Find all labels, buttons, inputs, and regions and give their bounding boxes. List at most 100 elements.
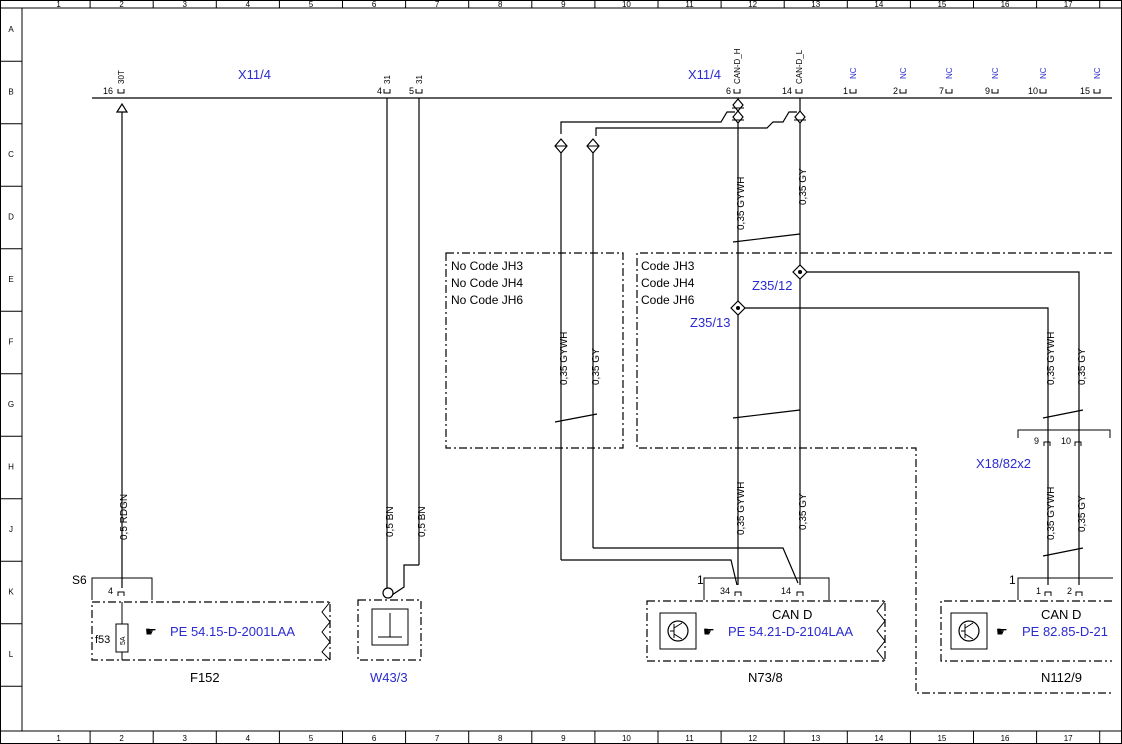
svg-text:X18/82x2: X18/82x2 — [976, 456, 1031, 471]
svg-text:30T: 30T — [117, 70, 126, 84]
grid-row-label: L — [9, 650, 14, 659]
pin-nc-10: 10 NC — [1028, 67, 1048, 96]
pin-nc-7: 7 NC — [939, 67, 954, 96]
wire-can-main: 0,35 GYWH 0,35 GY 0,35 GYWH 0,35 GY — [560, 98, 809, 585]
grid-col-label: 4 — [246, 734, 251, 743]
grid-col-label: 7 — [435, 0, 440, 9]
grid-col-label: 1 — [56, 734, 61, 743]
grid-col-label: 15 — [937, 0, 946, 9]
svg-text:No Code JH4: No Code JH4 — [451, 276, 523, 290]
transistor-icon — [667, 620, 689, 642]
wire-can-branch: 0,35 GYWH 0,35 GY — [554, 138, 799, 586]
grid-col-label: 10 — [622, 734, 631, 743]
grid-col-label: 10 — [622, 0, 631, 9]
svg-text:9: 9 — [985, 86, 990, 96]
svg-text:10: 10 — [1061, 436, 1071, 446]
ref-link-f152[interactable]: PE 54.15-D-2001LAA — [170, 624, 295, 639]
connector-label-left: X11/4 — [238, 67, 271, 82]
pointer-icon: ☛ — [996, 624, 1008, 639]
grid-row-label: B — [8, 88, 13, 97]
svg-text:10: 10 — [1028, 86, 1038, 96]
ref-link-n73[interactable]: PE 54.21-D-2104LAA — [728, 624, 853, 639]
svg-text:0,5 BN: 0,5 BN — [417, 506, 428, 537]
pin-nc-9: 9 NC — [985, 67, 1000, 96]
grid-col-label: 17 — [1064, 0, 1073, 9]
svg-text:NC: NC — [1039, 67, 1048, 79]
grid-col-label: 15 — [937, 734, 946, 743]
grid-col-label: 7 — [435, 734, 440, 743]
svg-text:9: 9 — [1034, 436, 1039, 446]
grid-col-label: 14 — [874, 0, 883, 9]
grid-col-label: 8 — [498, 0, 503, 9]
pin-4: 4 31 — [377, 75, 392, 96]
svg-text:F152: F152 — [190, 670, 220, 685]
pin-nc-1: 1 NC — [843, 67, 858, 96]
svg-text:NC: NC — [1093, 67, 1102, 79]
grid-row-label: H — [8, 463, 14, 472]
svg-text:Z35/13: Z35/13 — [690, 315, 730, 330]
svg-text:0,35 GYWH: 0,35 GYWH — [1046, 332, 1057, 385]
pin-14: 14 CAN-D_L — [782, 49, 804, 96]
wire-right: 0,35 GYWH 0,35 GY 0,35 GYWH 0,35 GY — [1042, 332, 1088, 557]
component-f152: S6 4 f53 5A ☛ PE 54.15-D-2001LAA F152 — [72, 573, 331, 685]
grid-col-label: 2 — [119, 734, 124, 743]
grid-col-label: 12 — [748, 734, 757, 743]
grid-col-label: 8 — [498, 734, 503, 743]
pin-6: 6 CAN-D_H — [726, 48, 742, 96]
grid-col-label: 5 — [309, 0, 314, 9]
svg-text:14: 14 — [782, 86, 792, 96]
pointer-icon: ☛ — [145, 624, 157, 639]
svg-text:W43/3: W43/3 — [370, 670, 408, 685]
pin-5: 5 31 — [409, 75, 424, 96]
pin-nc-2: 2 NC — [893, 67, 908, 96]
grid-row-label: K — [8, 588, 14, 597]
grid-col-label: 4 — [246, 0, 251, 9]
wire-rdgn: 0,5 RDGN — [115, 102, 130, 588]
grid-row-label: G — [8, 400, 14, 409]
grid-row-label: J — [9, 525, 13, 534]
svg-text:0,5 BN: 0,5 BN — [385, 506, 396, 537]
grid-col-label: 17 — [1064, 734, 1073, 743]
grid-col-label: 14 — [874, 734, 883, 743]
svg-text:NC: NC — [991, 67, 1000, 79]
svg-text:No Code JH6: No Code JH6 — [451, 293, 523, 307]
grid-row-label: D — [8, 213, 14, 222]
svg-text:15: 15 — [1080, 86, 1090, 96]
box-code: Code JH3 Code JH4 Code JH6 — [636, 252, 1112, 694]
svg-text:CAN-D_H: CAN-D_H — [733, 48, 742, 84]
grid-col-label: 6 — [372, 0, 377, 9]
svg-text:2: 2 — [893, 86, 898, 96]
svg-text:1: 1 — [1009, 573, 1016, 587]
grid-col-label: 3 — [183, 0, 188, 9]
grid-col-label: 6 — [372, 734, 377, 743]
svg-text:Code JH3: Code JH3 — [641, 259, 695, 273]
splice-z35-13: Z35/13 — [690, 300, 1049, 585]
svg-text:0,35 GY: 0,35 GY — [798, 168, 809, 205]
pin-nc-15: 15 NC — [1080, 67, 1102, 96]
svg-text:5: 5 — [409, 86, 414, 96]
ref-link-n112[interactable]: PE 82.85-D-21 — [1022, 624, 1108, 639]
pointer-icon: ☛ — [703, 624, 715, 639]
svg-text:4: 4 — [108, 586, 113, 596]
svg-text:NC: NC — [849, 67, 858, 79]
splice-z35-12: Z35/12 — [752, 264, 1080, 585]
grid-col-label: 9 — [561, 0, 566, 9]
transistor-icon — [958, 620, 980, 642]
grid-col-label: 3 — [183, 734, 188, 743]
svg-text:CAN-D_L: CAN-D_L — [795, 49, 804, 84]
grid-col-label: 12 — [748, 0, 757, 9]
svg-text:NC: NC — [945, 67, 954, 79]
grid-row-label: E — [8, 275, 13, 284]
svg-text:0,35 GY: 0,35 GY — [1077, 348, 1088, 385]
svg-text:Code JH4: Code JH4 — [641, 276, 695, 290]
grid-col-label: 1 — [56, 0, 61, 9]
pin-16: 16 30T — [103, 70, 126, 96]
svg-text:5A: 5A — [120, 636, 127, 645]
svg-text:N73/8: N73/8 — [748, 670, 783, 685]
grid-col-label: 16 — [1001, 0, 1010, 9]
svg-text:1: 1 — [697, 573, 704, 587]
grid-row-label: A — [8, 25, 14, 34]
